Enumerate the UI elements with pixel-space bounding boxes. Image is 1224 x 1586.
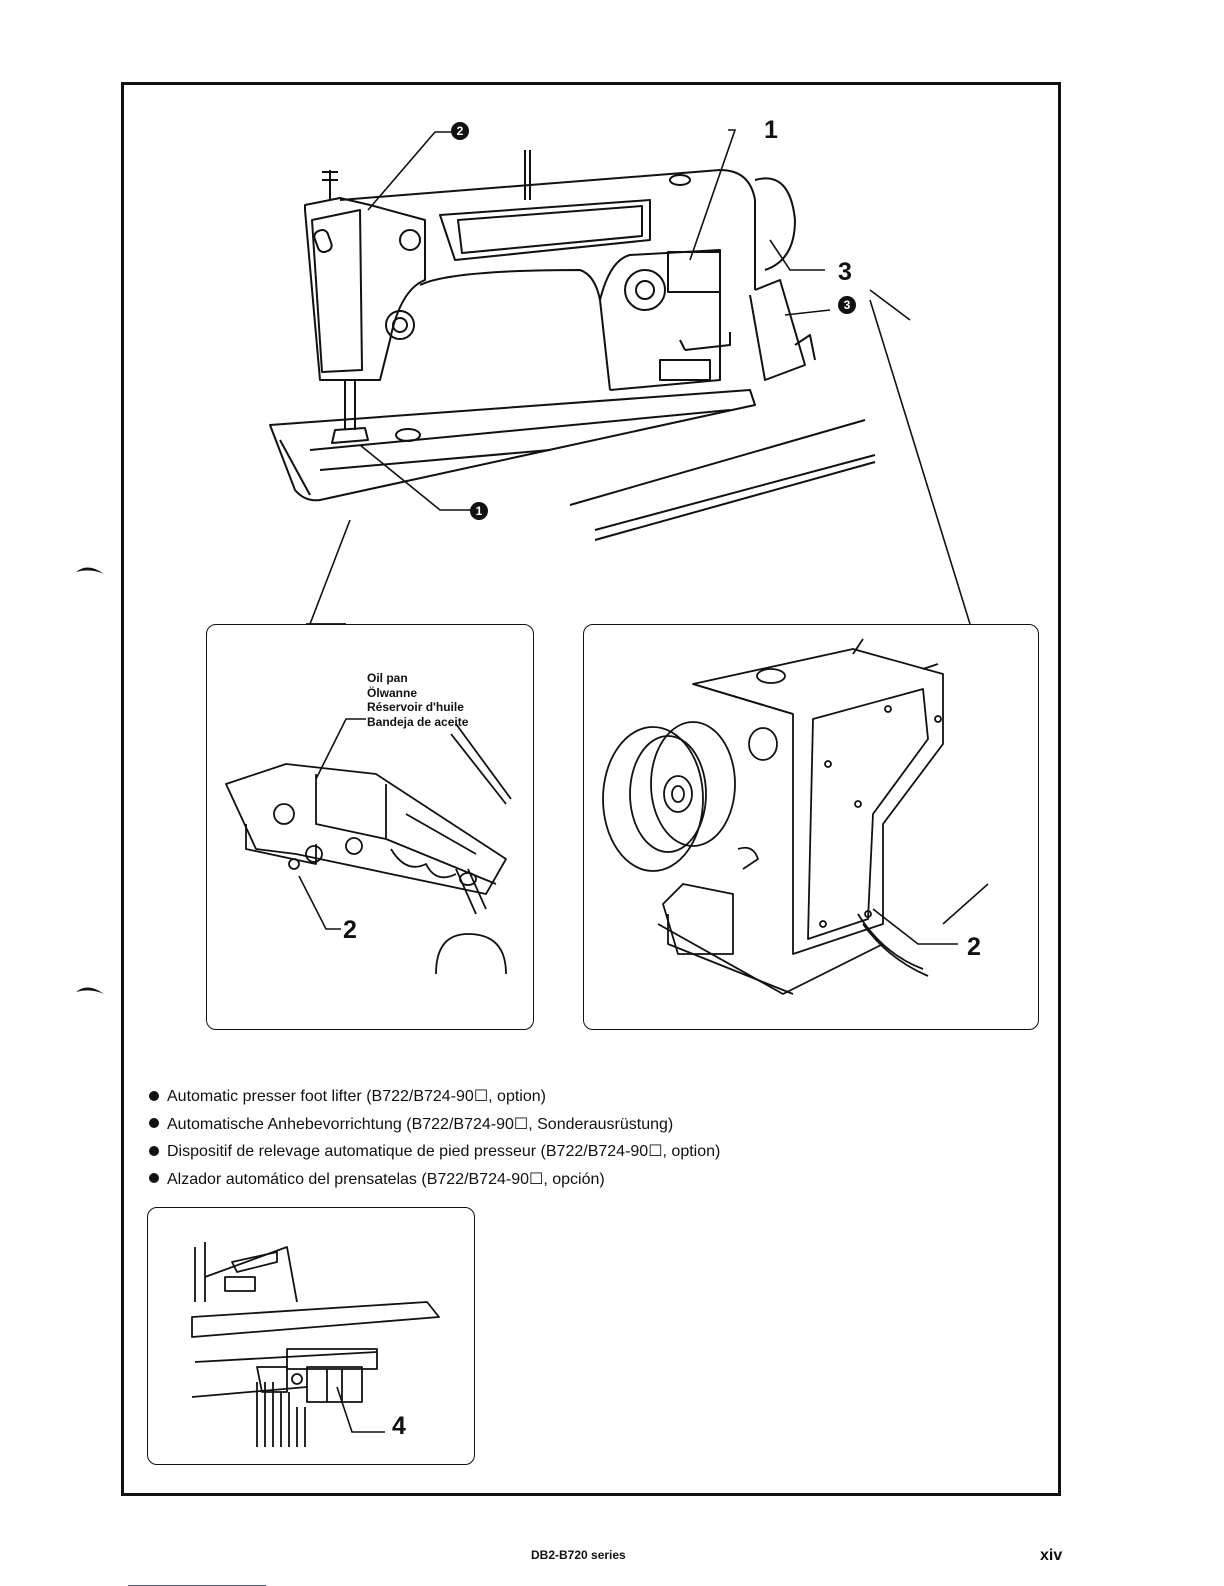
list-item: Automatische Anhebevorrichtung (B722/B72… <box>149 1111 720 1139</box>
sewing-machine-illustration <box>269 129 971 625</box>
oil-pan-label-spanish: Bandeja de aceite <box>367 714 469 729</box>
list-item: Automatic presser foot lifter (B722/B724… <box>149 1083 720 1111</box>
hand-wheel-illustration <box>602 638 989 995</box>
filled-circle-badge-icon: 3 <box>838 296 856 314</box>
margin-mark-icon <box>76 567 104 574</box>
filled-circle-badge-icon: 2 <box>451 122 469 140</box>
oil-pan-label: Oil pan Ölwanne Réservoir d'huile Bandej… <box>367 671 468 729</box>
footer-series: DB2-B720 series <box>531 1548 626 1562</box>
filled-circle-badge-icon: 1 <box>470 502 488 520</box>
list-item: Dispositif de relevage automatique de pi… <box>149 1138 720 1166</box>
oil-pan-label-german: Ölwanne <box>367 685 418 700</box>
oil-pan-detail-panel <box>206 624 534 1030</box>
illustration-frame <box>121 82 1061 1496</box>
bullet-dot-icon <box>149 1090 159 1101</box>
oil-pan-illustration <box>225 623 512 975</box>
bullet-dot-icon <box>149 1118 159 1129</box>
callout-3: 3 <box>838 258 852 286</box>
bullet-dot-icon <box>149 1173 159 1184</box>
bullet-dot-icon <box>149 1145 159 1156</box>
callout-4: 4 <box>392 1412 406 1440</box>
presser-foot-lifter-panel <box>147 1207 475 1465</box>
presser-foot-lifter-illustration <box>191 1242 440 1447</box>
callout-1: 1 <box>764 116 778 144</box>
oil-pan-label-french: Réservoir d'huile <box>367 700 464 714</box>
callout-2-right: 2 <box>967 933 981 961</box>
option-description-list: Automatic presser foot lifter (B722/B724… <box>149 1083 720 1193</box>
margin-mark-icon <box>76 987 104 994</box>
callout-2-left: 2 <box>343 916 357 944</box>
page-number: xiv <box>1040 1547 1063 1564</box>
list-item: Alzador automático del prensatelas (B722… <box>149 1166 720 1194</box>
oil-pan-label-english: Oil pan <box>367 671 408 685</box>
